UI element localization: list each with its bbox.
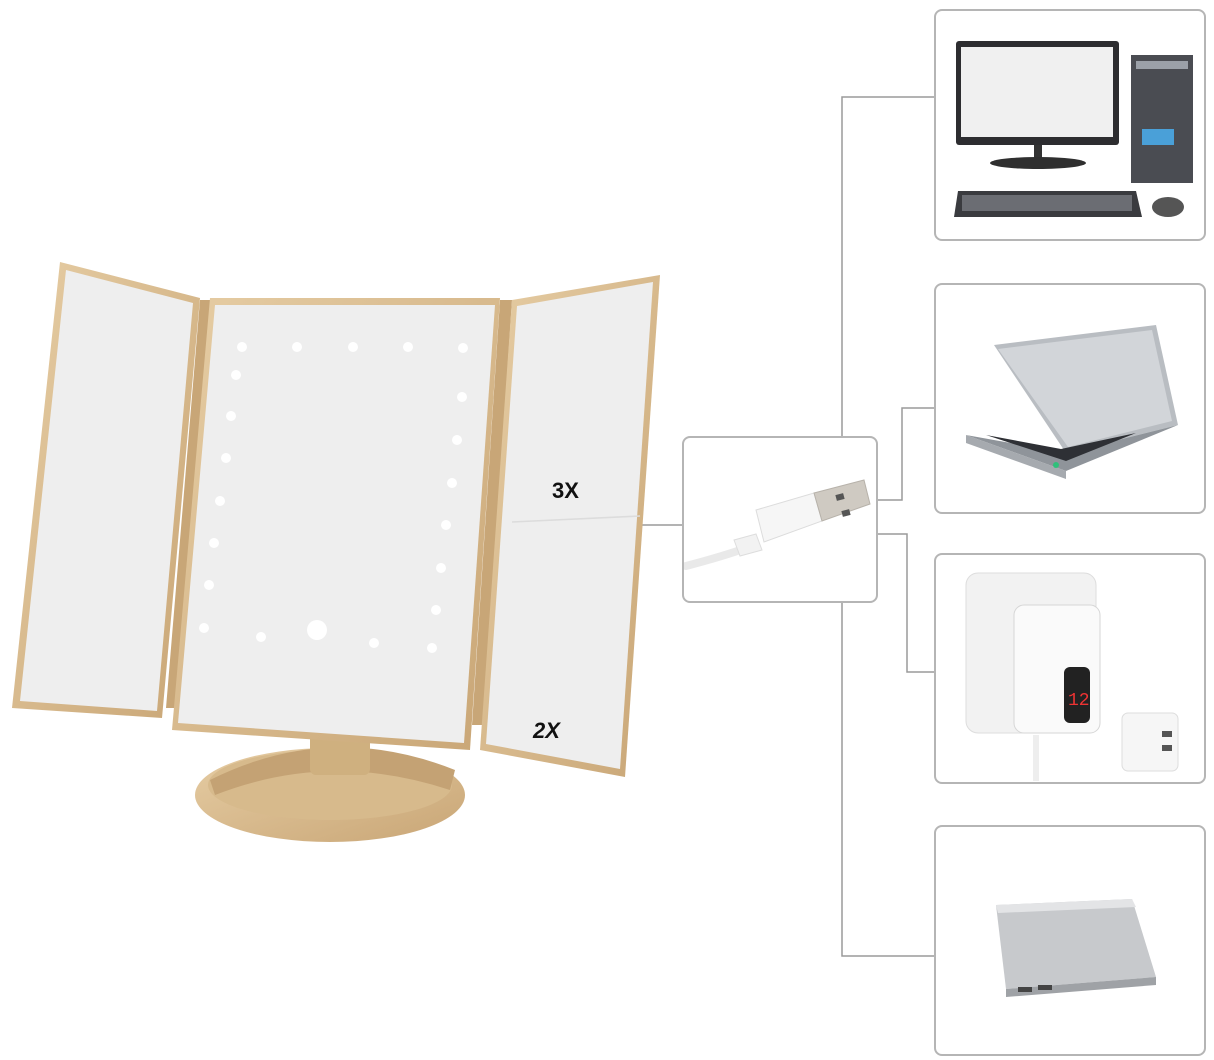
desktop-computer-icon	[954, 41, 1193, 217]
power-bank-icon	[996, 899, 1156, 997]
power-bank-box	[934, 825, 1206, 1056]
vanity-mirror-image	[12, 262, 660, 842]
magnification-3x-label: 3X	[552, 478, 579, 503]
wall-adapter-box: 12	[934, 553, 1206, 784]
laptop-icon	[966, 325, 1178, 479]
wall-adapter-icon: 12	[965, 572, 1179, 781]
led-dots	[199, 342, 468, 653]
usb-cable-box	[682, 436, 878, 603]
desktop-computer-box	[934, 9, 1206, 241]
magnification-2x-label: 2X	[533, 718, 560, 743]
laptop-box	[934, 283, 1206, 514]
usb-cable-icon	[684, 479, 871, 570]
svg-text:12: 12	[1068, 691, 1090, 711]
